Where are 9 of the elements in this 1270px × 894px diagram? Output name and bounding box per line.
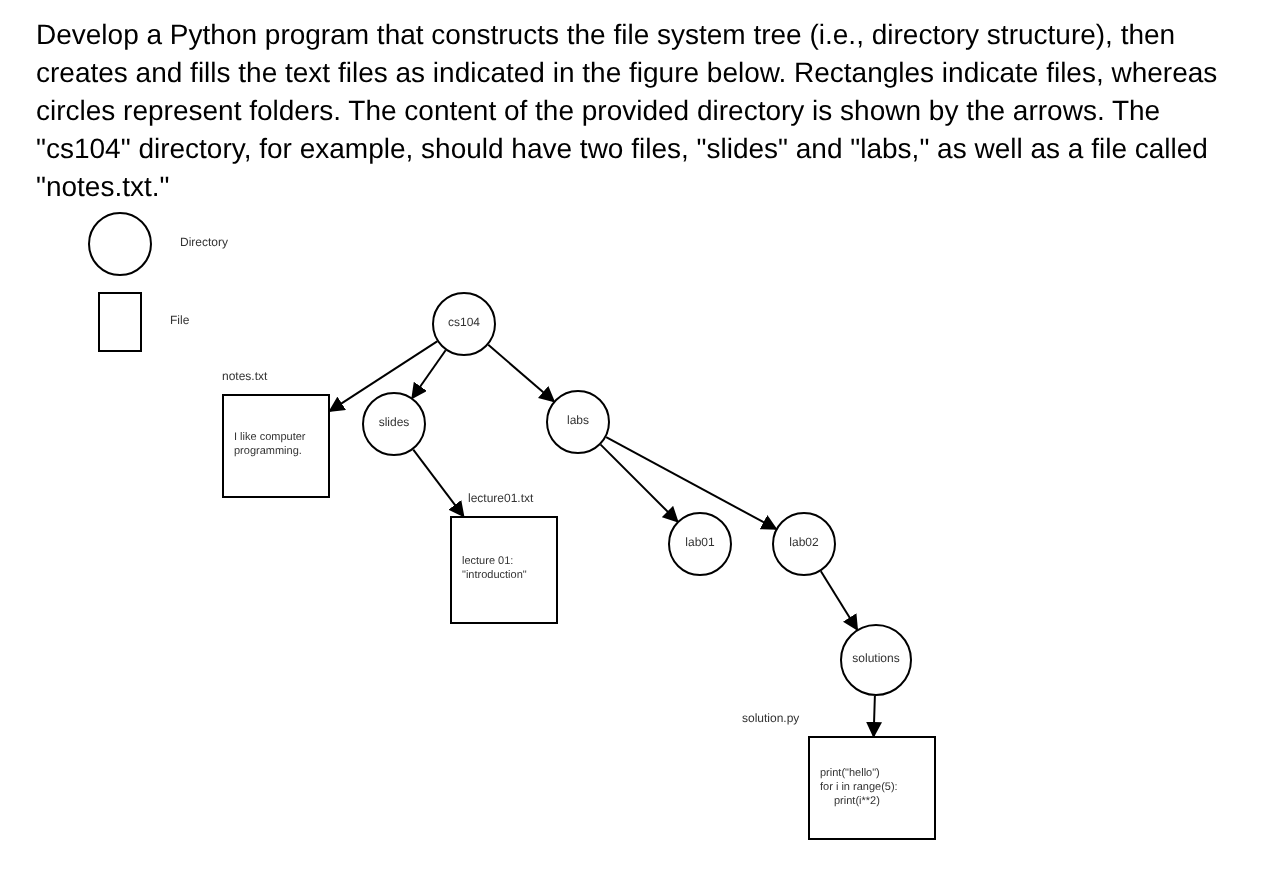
arrow	[866, 695, 883, 738]
arrow	[328, 340, 439, 413]
instructions-paragraph: Develop a Python program that constructs the file system tree (i.e., directory structure), then creates and fills the text files as indicated in the figure below. Rectangles indicate files, whereas circles represent folders. The content of the provided directory is shown by the arrows. The "cs104" directory, for example, should have two files, "slides" and "labs," as well as a file called "notes.txt."	[36, 16, 1220, 206]
arrow	[599, 443, 679, 523]
arrow	[605, 436, 778, 530]
arrow	[412, 448, 465, 518]
arrow	[487, 343, 556, 403]
arrow	[819, 570, 859, 632]
arrow	[411, 349, 447, 400]
